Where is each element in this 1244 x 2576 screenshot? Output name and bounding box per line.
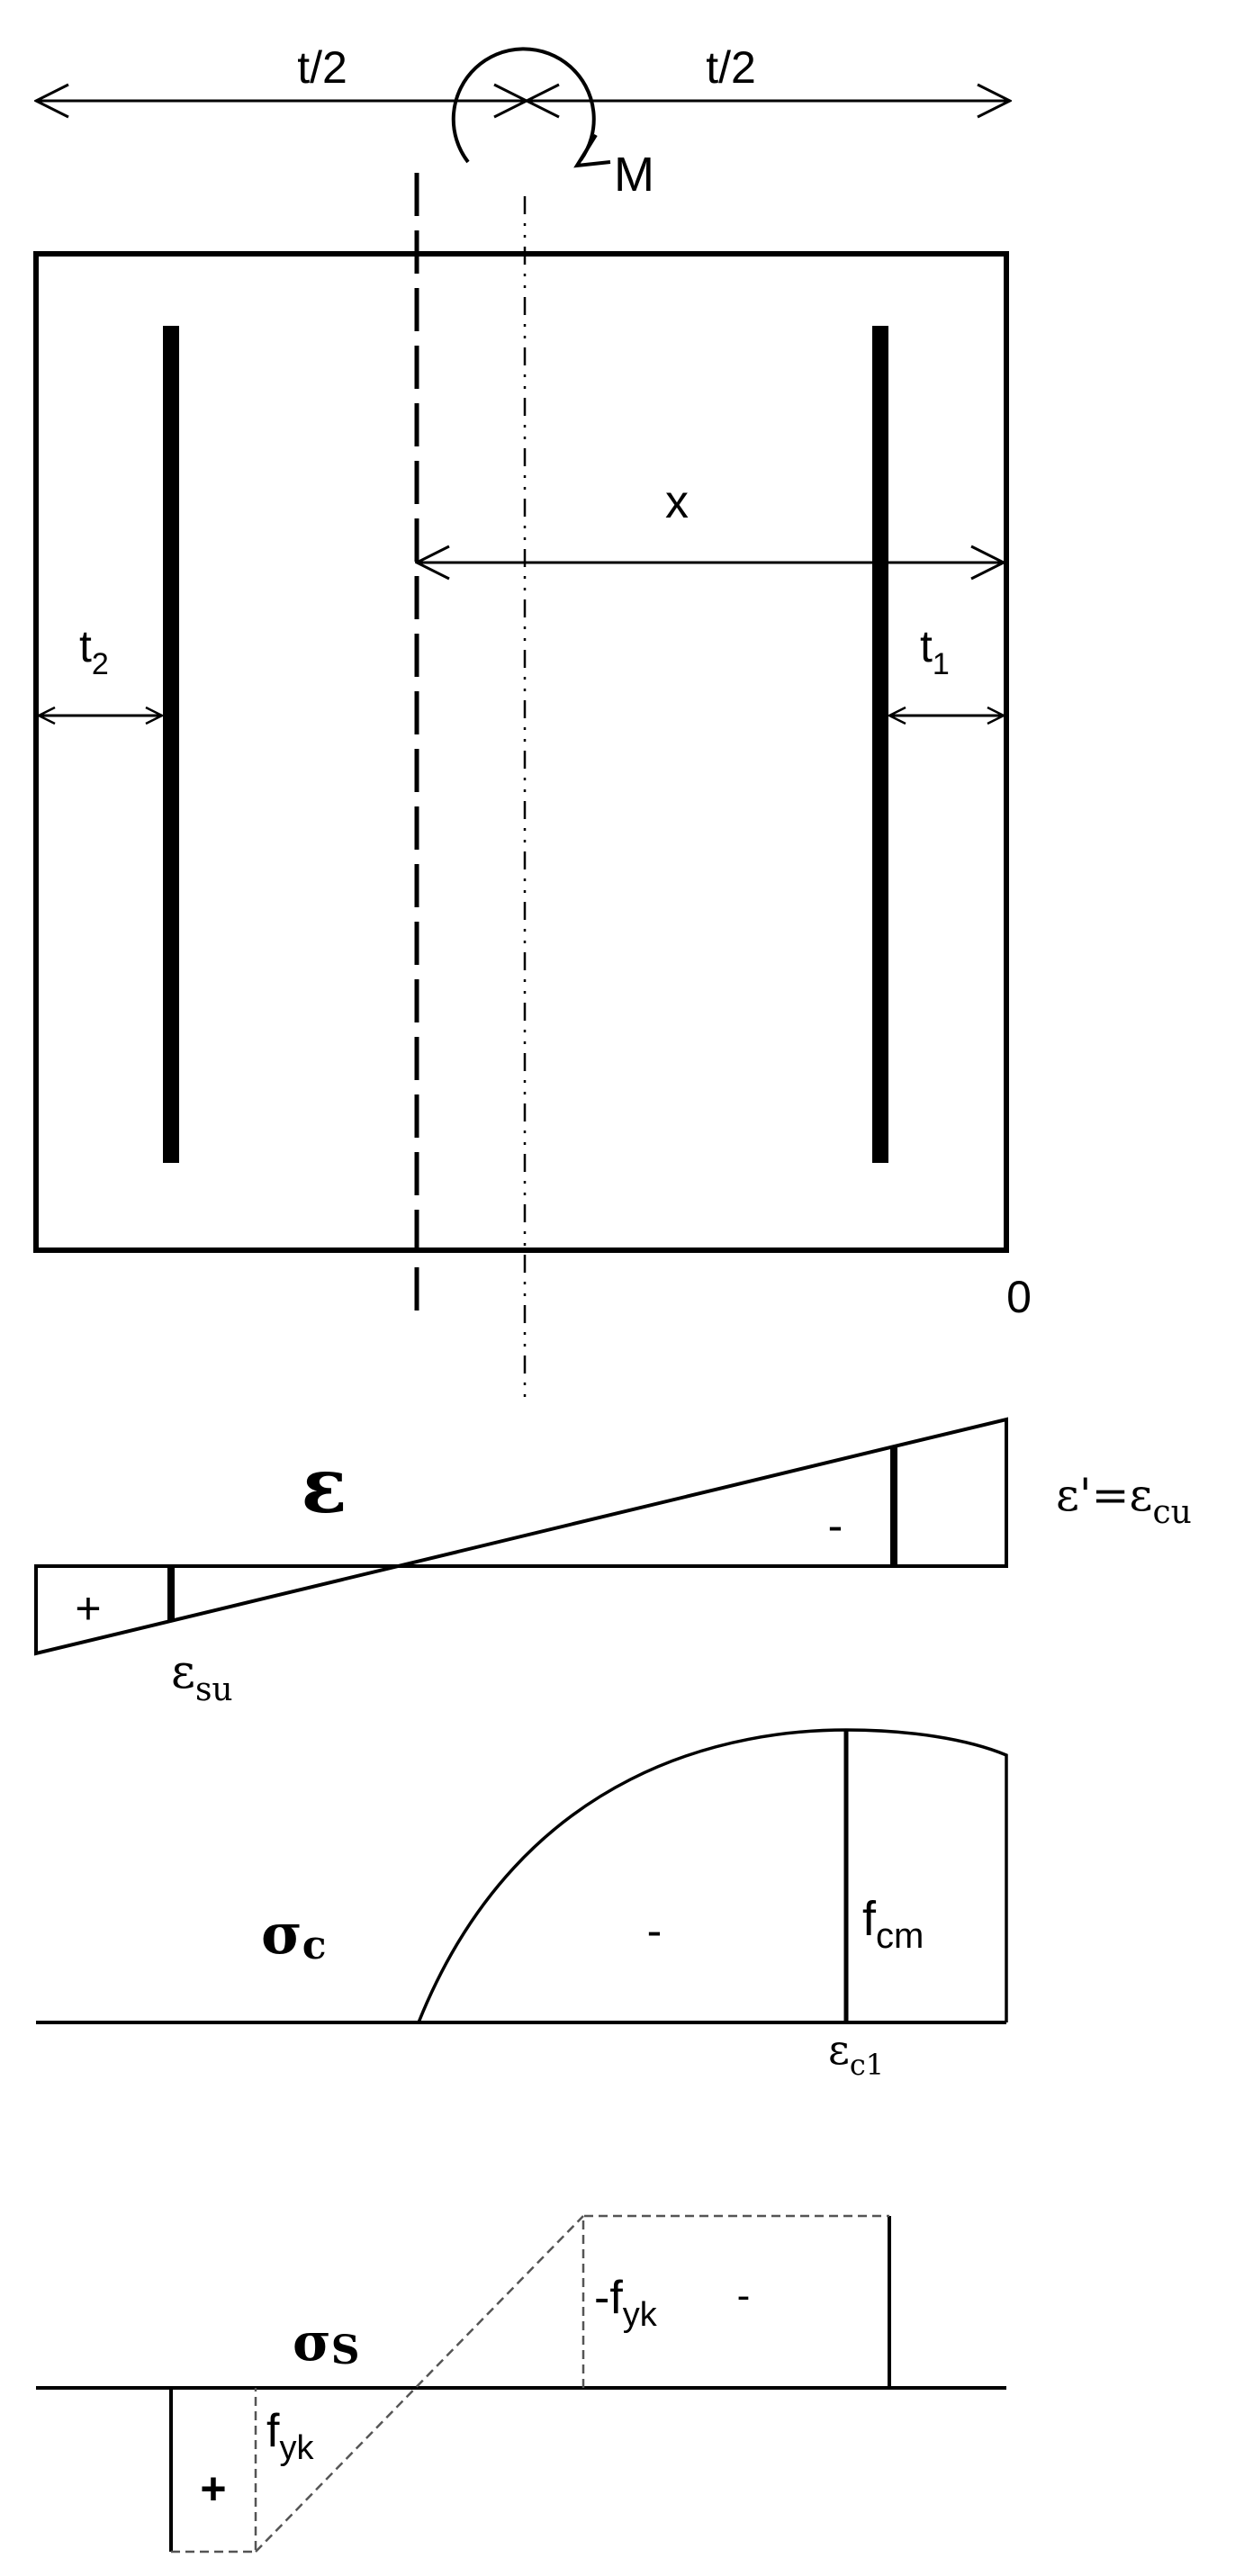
cover-left-label: t2 bbox=[79, 621, 109, 681]
strain-diagram: ε + - εsu ε'=εcu bbox=[34, 1417, 1192, 1708]
half-thickness-left-label: t/2 bbox=[297, 42, 347, 93]
thickness-dimension: t/2 t/2 bbox=[36, 42, 1010, 101]
strain-tension-sign: + bbox=[75, 1583, 101, 1634]
neutral-axis-depth-label: x bbox=[665, 476, 689, 528]
steel-tension-sign: + bbox=[200, 2463, 226, 2514]
moment-arrow-icon bbox=[451, 47, 596, 164]
half-thickness-right-label: t/2 bbox=[706, 42, 756, 93]
moment-arrowhead-icon bbox=[573, 133, 611, 168]
concrete-stress-curve bbox=[417, 1728, 1008, 2023]
origin-label: 0 bbox=[1006, 1272, 1032, 1322]
steel-tension-yield-label: fyk bbox=[266, 2405, 314, 2467]
ultimate-concrete-strain-label: ε'=εcu bbox=[1056, 1469, 1192, 1531]
steel-stress-dashed-profile bbox=[171, 2214, 889, 2553]
strain-profile-outline bbox=[34, 1417, 1008, 1656]
cross-section: x t2 t1 0 bbox=[33, 173, 1032, 1404]
moment-label: M bbox=[614, 148, 654, 202]
steel-compression-yield-label: -fyk bbox=[594, 2272, 658, 2334]
section-outline bbox=[33, 251, 1009, 1253]
steel-compression-sign: - bbox=[737, 2274, 751, 2318]
strain-symbol: ε bbox=[301, 1441, 347, 1530]
steel-ultimate-strain-label: εsu bbox=[171, 1645, 233, 1708]
concrete-peak-stress-label: fcm bbox=[862, 1892, 924, 1956]
strain-compression-sign: - bbox=[828, 1500, 843, 1551]
cover-right-label: t1 bbox=[920, 621, 950, 681]
concrete-stress-sign: - bbox=[647, 1905, 663, 1956]
bending-moment: M bbox=[451, 47, 654, 202]
steel-stress-diagram: σS fyk -fyk + - bbox=[36, 2214, 1006, 2553]
concrete-stress-symbol: σc bbox=[261, 1901, 327, 1968]
concrete-peak-strain-label: εc1 bbox=[828, 2025, 884, 2082]
steel-stress-symbol: σS bbox=[293, 2311, 360, 2373]
concrete-stress-diagram: σc - fcm εc1 bbox=[36, 1728, 1008, 2082]
